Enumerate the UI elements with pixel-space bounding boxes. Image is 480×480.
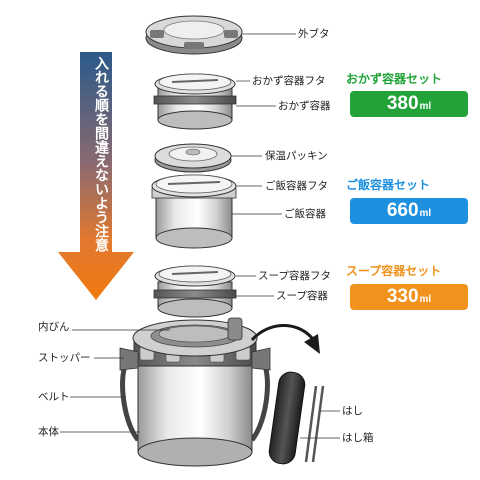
- instruction-arrow-text: 入れる順を間違えないよう注意: [93, 56, 109, 252]
- label-side-container: おかず容器: [278, 100, 331, 112]
- side-container-illustration: [153, 73, 237, 130]
- capacity-badge-side: 380ml: [350, 91, 468, 117]
- label-side-lid: おかず容器フタ: [252, 75, 326, 87]
- instruction-arrow: [58, 52, 134, 300]
- chopstick-case-illustration: [268, 371, 306, 465]
- capacity-unit-rice: ml: [419, 208, 432, 219]
- curved-arrowhead: [304, 334, 320, 354]
- set-title-rice: ご飯容器セット: [346, 178, 431, 192]
- capacity-value-side: 380: [386, 93, 419, 114]
- curved-arrow-icon: [250, 324, 314, 342]
- label-rice-lid: ご飯容器フタ: [265, 180, 328, 192]
- label-belt: ベルト: [38, 391, 70, 403]
- label-insulation-packing: 保温パッキン: [265, 150, 328, 162]
- label-chopsticks: はし: [342, 405, 363, 417]
- soup-container-illustration: [153, 265, 237, 318]
- capacity-badge-rice: 660ml: [350, 198, 468, 224]
- rice-container-illustration: [151, 174, 237, 249]
- label-rice-container: ご飯容器: [284, 208, 326, 220]
- capacity-value-rice: 660: [386, 200, 419, 221]
- label-chopstick-case: はし箱: [342, 432, 374, 444]
- label-soup-container: スープ容器: [276, 290, 328, 302]
- capacity-unit-side: ml: [419, 101, 432, 112]
- chopsticks-illustration: [304, 385, 325, 463]
- label-body: 本体: [38, 426, 59, 438]
- insulation-packing-illustration: [154, 143, 232, 173]
- label-inner-bottle: 内びん: [38, 321, 70, 333]
- label-outer-lid: 外ブタ: [298, 28, 330, 40]
- set-title-soup: スープ容器セット: [346, 264, 442, 278]
- jar-body-illustration: [119, 317, 271, 467]
- capacity-value-soup: 330: [386, 286, 419, 307]
- label-soup-lid: スープ容器フタ: [258, 270, 331, 282]
- label-stopper: ストッパー: [38, 352, 91, 364]
- capacity-badge-soup: 330ml: [350, 284, 468, 310]
- outer-lid-illustration: [145, 15, 243, 55]
- capacity-unit-soup: ml: [419, 294, 432, 305]
- set-title-side: おかず容器セット: [346, 72, 443, 86]
